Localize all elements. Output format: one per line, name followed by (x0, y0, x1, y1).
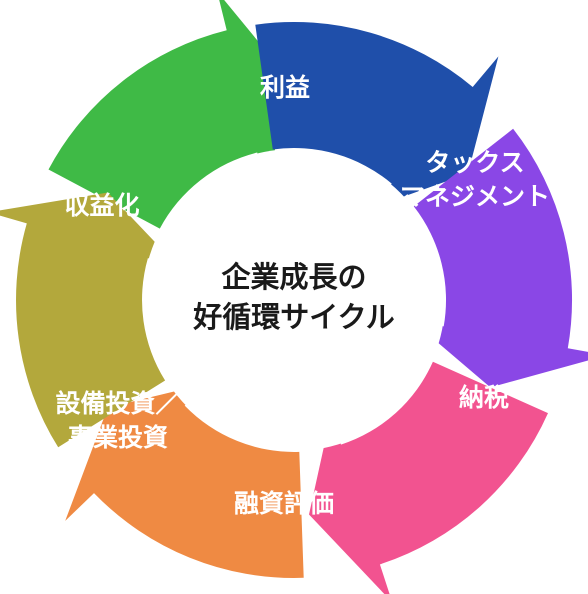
segment-label-profit: 利益 (259, 73, 311, 102)
center-disc (143, 149, 445, 451)
center-title-line-2: 好循環サイクル (193, 300, 395, 334)
segment-label-investment: 設備投資／ 事業投資 (55, 389, 181, 452)
center-title: 企業成長の 好循環サイクル (193, 257, 395, 337)
segment-label-tax-management: タックス マネジメント (399, 148, 551, 211)
center-title-line-1: 企業成長の (221, 260, 367, 294)
segment-label-tax-payment: 納税 (458, 383, 510, 412)
arrow-profit (48, 0, 294, 229)
arrow-loan-evaluation (309, 361, 548, 594)
segment-label-loan-evaluation: 融資評価 (233, 489, 335, 518)
arrow-investment (65, 383, 304, 578)
segment-label-monetization: 収益化 (64, 191, 140, 220)
arrow-tax-payment (412, 128, 588, 388)
arrow-tax-management (255, 21, 499, 209)
arrow-monetization (0, 192, 179, 448)
